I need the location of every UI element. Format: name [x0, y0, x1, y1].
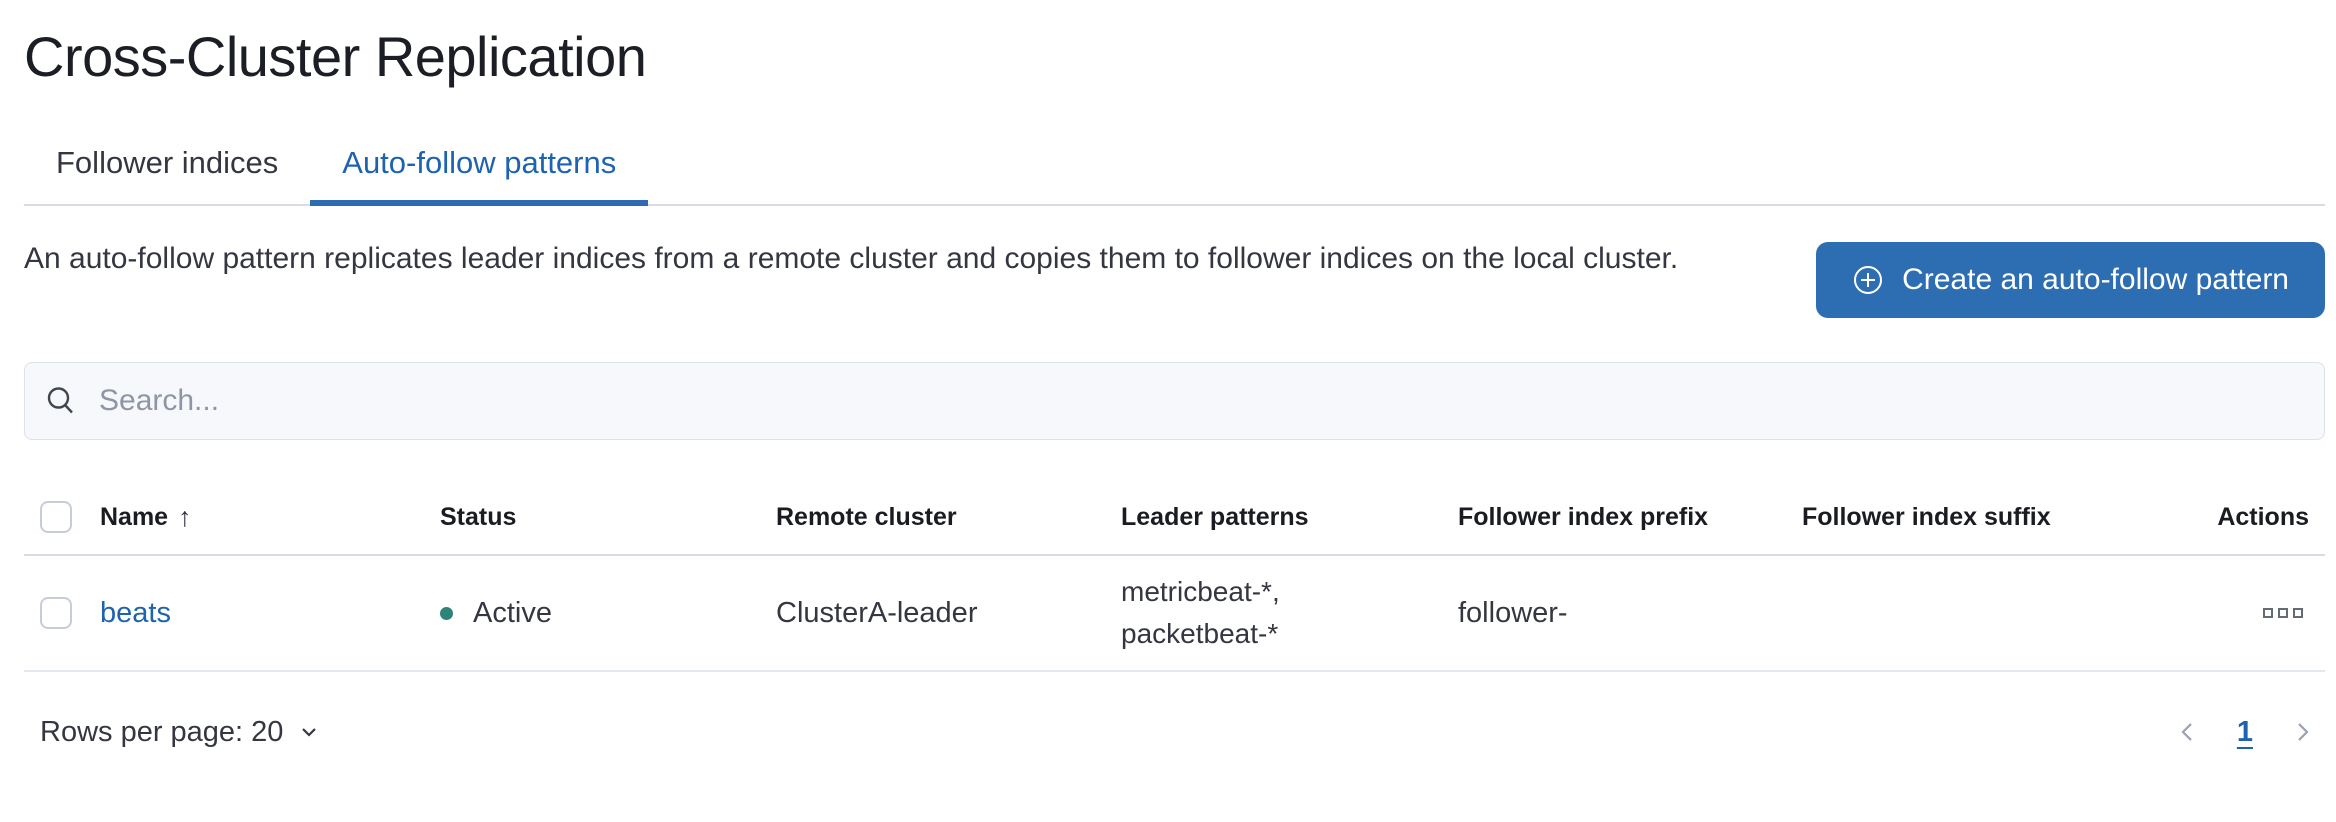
column-header-name[interactable]: Name ↑	[100, 501, 192, 532]
create-button-label: Create an auto-follow pattern	[1902, 263, 2289, 296]
boxes-horizontal-icon[interactable]	[2257, 602, 2309, 624]
page-number-1[interactable]: 1	[2236, 715, 2253, 748]
chevron-left-icon	[2173, 717, 2203, 747]
intro-description: An auto-follow pattern replicates leader…	[24, 242, 1679, 275]
tab-auto-follow-patterns[interactable]: Auto-follow patterns	[310, 144, 649, 206]
follower-index-prefix-value: follower-	[1458, 596, 1568, 629]
leader-patterns-value: metricbeat-*, packetbeat-*	[1121, 576, 1280, 649]
search-bar	[24, 362, 2325, 440]
create-auto-follow-pattern-button[interactable]: Create an auto-follow pattern	[1816, 242, 2325, 318]
status-badge: Active	[440, 597, 764, 630]
tab-follower-indices[interactable]: Follower indices	[56, 145, 279, 180]
status-label: Active	[473, 596, 552, 629]
next-page-button[interactable]	[2283, 713, 2321, 751]
rows-per-page-button[interactable]: Rows per page: 20	[40, 716, 321, 749]
status-active-dot-icon	[440, 606, 453, 620]
tabs-bar: Follower indices Auto-follow patterns	[24, 144, 2325, 206]
previous-page-button[interactable]	[2169, 713, 2207, 751]
column-header-actions: Actions	[2217, 502, 2309, 531]
column-header-remote-cluster: Remote cluster	[776, 502, 957, 531]
rows-per-page-label: Rows per page: 20	[40, 715, 284, 748]
chevron-right-icon	[2287, 717, 2317, 747]
intro-section: An auto-follow pattern replicates leader…	[24, 236, 2325, 318]
search-icon	[45, 385, 77, 417]
table-header-row: Name ↑ Status Remote cluster Leader patt…	[24, 480, 2325, 556]
plus-in-circle-icon	[1852, 264, 1884, 296]
page-title: Cross-Cluster Replication	[24, 25, 647, 88]
auto-follow-patterns-table: Name ↑ Status Remote cluster Leader patt…	[24, 480, 2325, 672]
column-header-leader-patterns: Leader patterns	[1121, 502, 1309, 531]
table-footer: Rows per page: 20 1	[24, 696, 2325, 768]
column-header-status: Status	[440, 502, 517, 531]
search-input[interactable]	[97, 383, 2304, 419]
column-header-follower-index-prefix: Follower index prefix	[1458, 502, 1709, 531]
remote-cluster-value: ClusterA-leader	[776, 596, 978, 629]
select-all-checkbox[interactable]	[40, 501, 72, 533]
row-checkbox[interactable]	[40, 597, 72, 629]
chevron-down-icon	[297, 720, 321, 744]
sort-ascending-arrow-icon: ↑	[178, 501, 192, 532]
table-row: beats Active ClusterA-leader metricbeat-…	[24, 556, 2325, 672]
page-content: Cross-Cluster Replication Follower indic…	[24, 22, 2325, 768]
column-header-follower-index-suffix: Follower index suffix	[1802, 502, 2051, 531]
pattern-name-link[interactable]: beats	[100, 596, 171, 629]
pagination: 1	[2169, 713, 2321, 751]
